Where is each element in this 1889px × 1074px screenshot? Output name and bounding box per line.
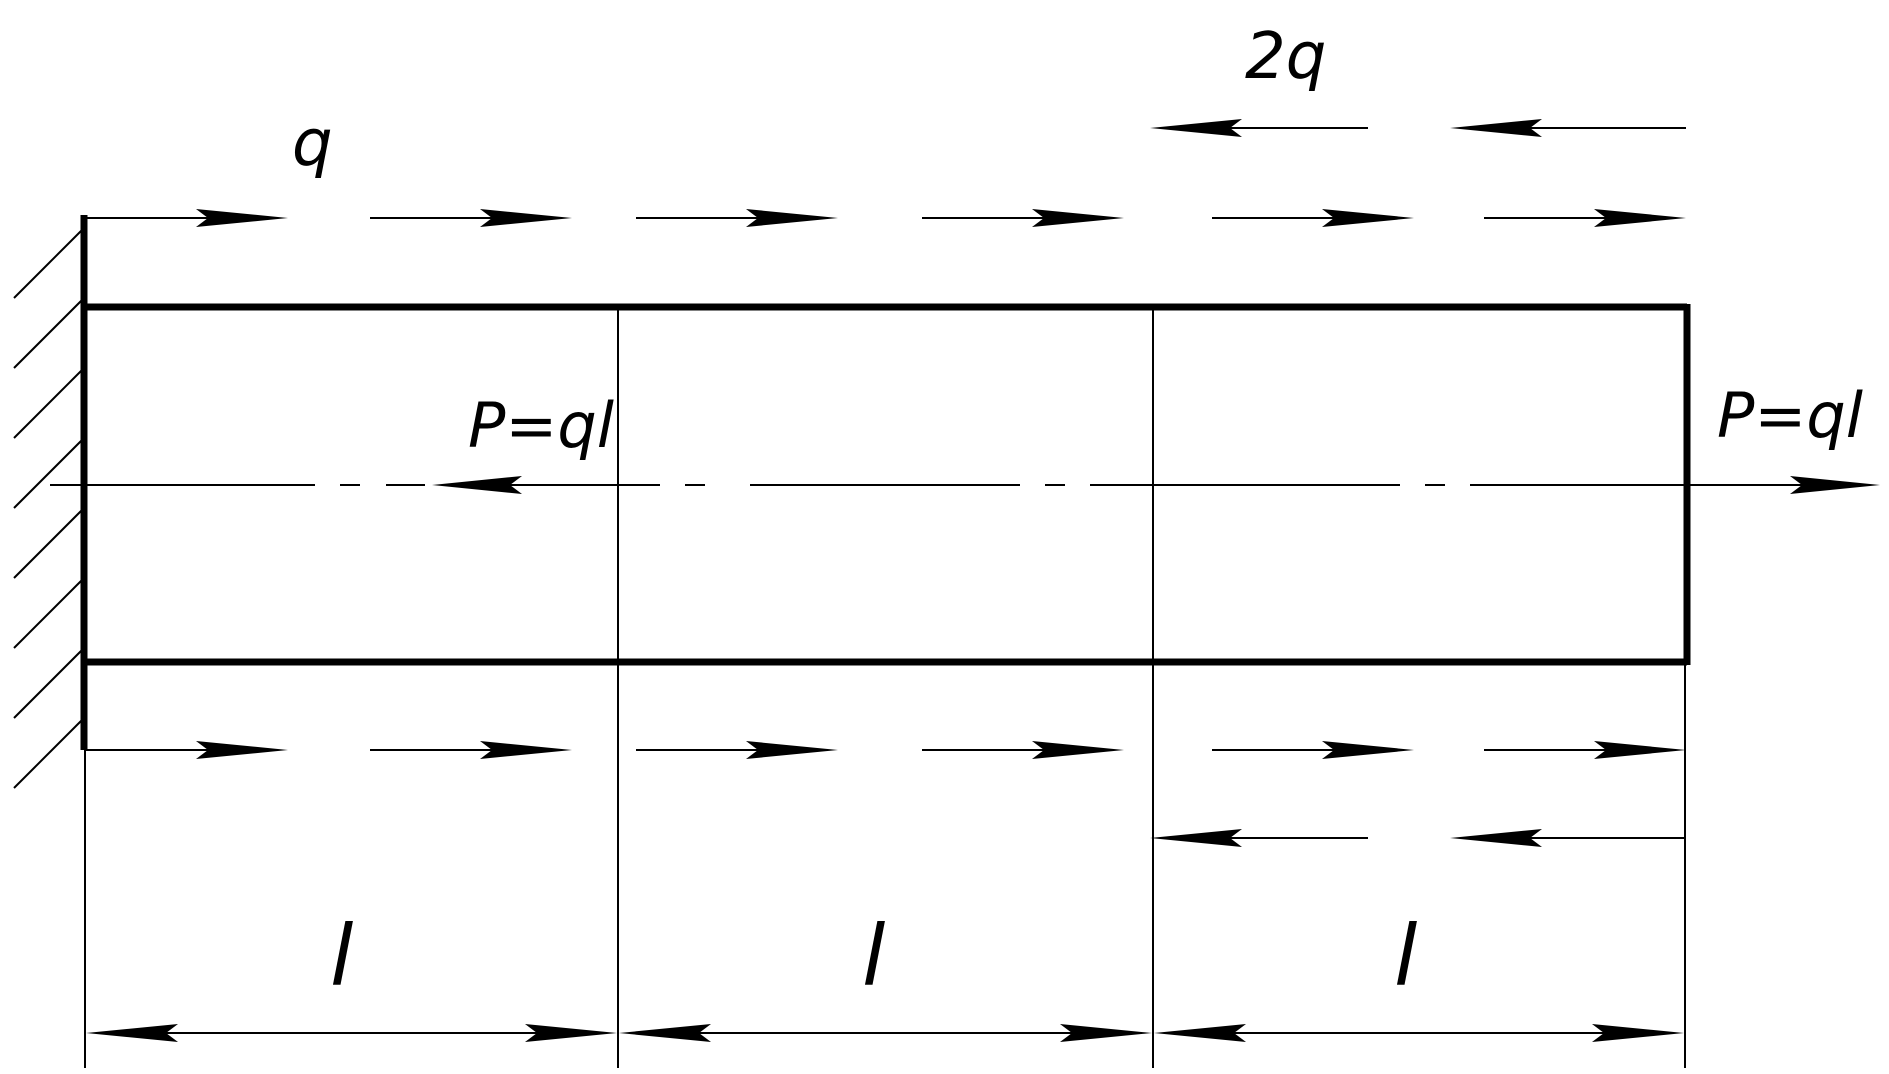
- hatch-line: [13, 579, 83, 649]
- 2q-load-arrow-bottom-head: [1150, 829, 1242, 847]
- dimension-segment-2-head-right: [1060, 1024, 1152, 1042]
- dimension-segment-3-head-left: [1154, 1024, 1246, 1042]
- hatch-line: [13, 439, 83, 509]
- text-labels: q 2q P=ql P=ql l l l: [292, 20, 1863, 1005]
- wall-hatching: [13, 229, 83, 789]
- q-load-arrow-bottom-head: [1032, 741, 1124, 759]
- q-load-arrow-top-head: [1322, 209, 1414, 227]
- label-2q: 2q: [1245, 20, 1326, 94]
- hatch-line: [13, 369, 83, 439]
- q-load-arrow-top-head: [1032, 209, 1124, 227]
- q-load-arrow-bottom-head: [746, 741, 838, 759]
- q-load-arrow-bottom-head: [196, 741, 288, 759]
- dimension-segment-2-head-left: [619, 1024, 711, 1042]
- label-q: q: [292, 107, 333, 181]
- 2q-load-arrow-top-head: [1450, 119, 1542, 137]
- force-end-arrow-head: [1790, 476, 1880, 494]
- q-load-arrow-top-head: [1594, 209, 1686, 227]
- label-length-2: l: [862, 907, 885, 1005]
- hatch-line: [13, 229, 83, 299]
- q-load-arrow-top-head: [480, 209, 572, 227]
- q-load-arrow-top-head: [196, 209, 288, 227]
- label-force-end: P=ql: [1717, 379, 1863, 452]
- dimension-segment-1-head-left: [86, 1024, 178, 1042]
- 2q-load-arrow-bottom-head: [1450, 829, 1542, 847]
- arrows-layer: [86, 119, 1880, 1042]
- wall-support: [13, 215, 88, 789]
- section-dividers: [84, 310, 1686, 1068]
- dimension-segment-1-head-right: [525, 1024, 617, 1042]
- q-load-arrow-bottom-head: [1322, 741, 1414, 759]
- q-load-arrow-bottom-head: [480, 741, 572, 759]
- q-load-arrow-bottom-head: [1594, 741, 1686, 759]
- label-length-1: l: [330, 907, 353, 1005]
- hatch-line: [13, 649, 83, 719]
- label-force-middle: P=ql: [468, 389, 614, 462]
- 2q-load-arrow-top-head: [1150, 119, 1242, 137]
- hatch-line: [13, 719, 83, 789]
- label-length-3: l: [1394, 907, 1417, 1005]
- force-middle-arrow-head: [432, 476, 522, 494]
- hatch-line: [13, 299, 83, 369]
- q-load-arrow-top-head: [746, 209, 838, 227]
- dimension-segment-3-head-right: [1592, 1024, 1684, 1042]
- hatch-line: [13, 509, 83, 579]
